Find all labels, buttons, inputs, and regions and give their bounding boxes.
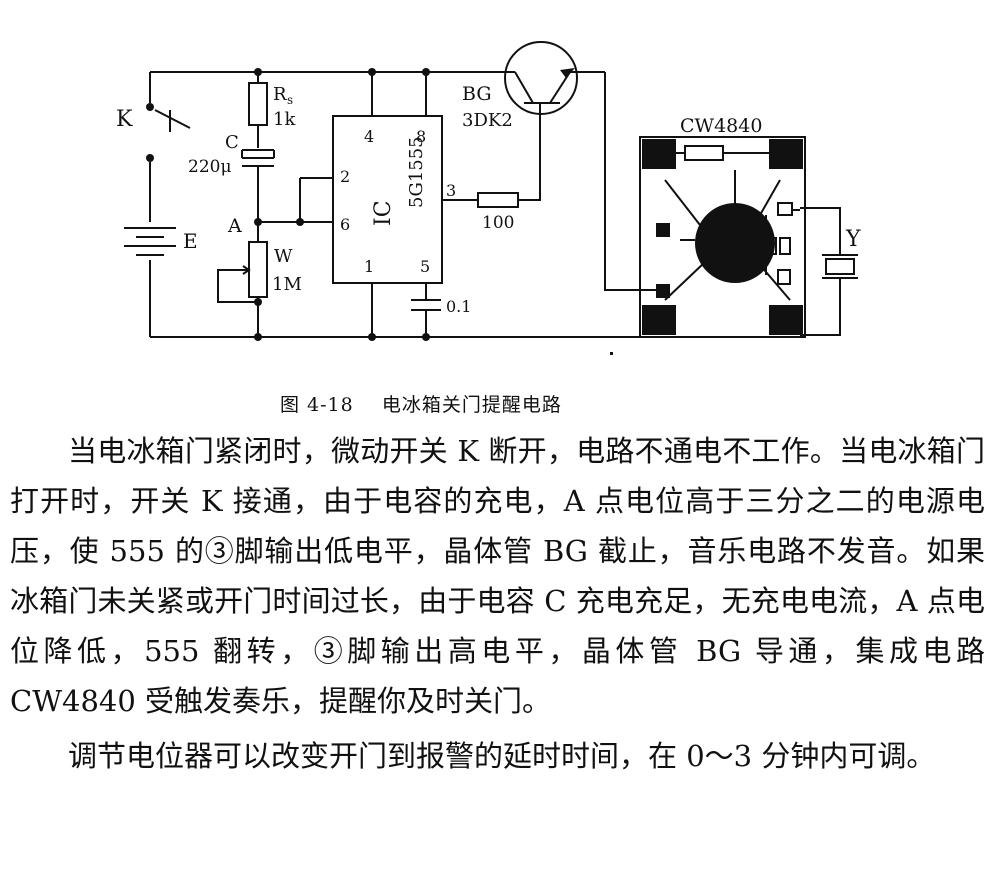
label-ic-model: 5G1555 [406,136,427,208]
junction-rs-top [254,68,262,76]
figure-number: 图 4-18 [280,394,354,416]
body-text: 当电冰箱门紧闭时，微动开关 K 断开，电路不通电不工作。当电冰箱门打开时，开关 … [10,426,985,781]
cw-pad-bl [642,305,676,335]
label-pin6: 6 [340,215,350,234]
cw-cap-4 [777,269,791,285]
cw-pad-l2 [656,284,670,298]
wire-pin2 [299,177,333,222]
crystal-y-plates [822,254,858,279]
label-c: C [225,132,239,153]
label-rs: R [273,84,287,105]
cw-cap-2 [765,237,777,255]
battery-e [124,227,176,256]
junction-pin2-6 [296,218,304,226]
crystal-y-wires [800,207,841,336]
cw-pad-tl [642,139,676,169]
wire-res-base [518,103,541,201]
cw-module-wires [765,209,800,275]
label-rs-value: 1k [273,109,296,130]
potentiometer-w [248,241,268,298]
cw-resistor [684,145,724,161]
junction-pin8 [422,68,430,76]
wire-emitter-down [604,72,660,291]
crystal-y [825,258,855,275]
label-ic: IC [371,200,396,226]
resistor-100 [477,192,519,208]
switch-k-contact-top [146,103,154,111]
pot-wiper [236,265,251,275]
label-bg-model: 3DK2 [462,110,513,131]
label-y: Y [845,227,861,252]
paragraph-2: 调节电位器可以改变开门到报警的延时时间，在 0～3 分钟内可调。 [68,739,936,773]
label-cap-value: 0.1 [446,297,471,316]
junction-bottom-w [254,333,262,341]
transistor-collector [508,71,534,104]
pot-loop [217,269,258,303]
switch-k [154,109,191,132]
junction-a [254,218,262,226]
label-pin4: 4 [364,127,374,146]
label-rs-sub: s [287,93,293,107]
emitter-arrow [560,68,575,78]
label-w: W [274,246,293,267]
label-a: A [227,215,242,237]
cw-chip-blob [695,203,775,283]
figure-caption: 图 4-18 电冰箱关门提醒电路 [280,390,720,417]
label-bg: BG [462,83,492,105]
cw-pad-tr [769,139,803,169]
label-pin1: 1 [364,257,374,276]
junction-pin4 [368,68,376,76]
switch-k-contact-bottom [146,154,154,162]
label-pin5: 5 [420,257,430,276]
resistor-rs [248,82,268,126]
cw-dot [610,352,613,355]
junction-bottom-cap [422,333,430,341]
label-pin3: 3 [446,181,456,200]
transistor-bg [504,41,578,115]
cw-pad-br [769,305,803,335]
label-e: E [183,229,198,253]
label-pin2: 2 [340,167,350,186]
label-c-value: 220μ [188,157,232,177]
junction-bottom-pin1 [368,333,376,341]
cw-cap-1 [777,202,793,216]
label-k: K [116,107,133,132]
cw-pad-l1 [656,223,670,237]
figure-title: 电冰箱关门提醒电路 [381,394,562,416]
label-pin8: 8 [416,127,426,146]
label-cw4840: CW4840 [680,115,762,137]
junction-pot [254,298,262,306]
cw-cap-3 [779,237,791,255]
cw4840-module [639,136,806,338]
paragraph-1: 当电冰箱门紧闭时，微动开关 K 断开，电路不通电不工作。当电冰箱门打开时，开关 … [10,434,985,718]
capacitor-0.1 [411,299,441,311]
cw-traces [664,170,791,301]
label-w-value: 1M [272,274,302,295]
label-r-100: 100 [482,213,514,233]
capacitor-c [241,149,275,167]
